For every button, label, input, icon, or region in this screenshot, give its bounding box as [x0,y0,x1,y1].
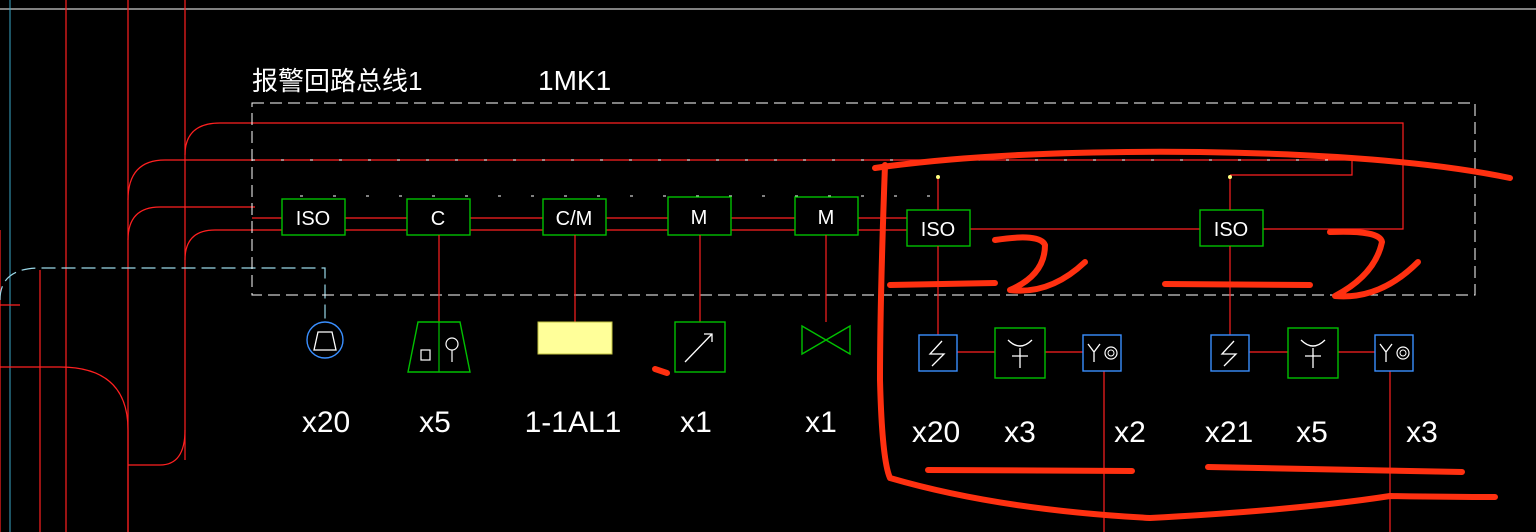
loop-title: 报警回路总线1 [252,66,422,96]
hydrant-button-icon[interactable] [1287,327,1339,379]
count-call-point: x5 [419,406,451,439]
left-bus-lines [0,0,1404,532]
smoke-detector-icon[interactable] [1210,334,1250,372]
device-drops [438,175,1391,532]
annotation-marks [652,148,1513,521]
manual-call-point-icon[interactable] [407,321,471,373]
count-sounder: x20 [302,406,350,439]
sounder-icon[interactable] [306,321,344,359]
heat-smoke-detector-icon[interactable] [1374,334,1414,372]
module-label-c: C [431,208,445,230]
module-iso-1[interactable] [281,198,346,236]
group2-count-smoke: x21 [1205,416,1253,449]
signal-valve-icon[interactable] [801,324,851,356]
group1-count-hydrant: x3 [1004,416,1036,449]
module-label-m-2: M [818,207,835,229]
module-label-cm: C/M [556,208,593,230]
heat-smoke-detector-icon[interactable] [1082,334,1122,372]
count-flow-switch: x1 [680,406,712,439]
group2-count-hydrant: x5 [1296,416,1328,449]
junction-dot [936,175,940,179]
module-label-iso-3: ISO [1214,219,1248,241]
module-boxes [281,196,1264,247]
device-counts: x20 x5 1-1AL1 x1 x1 x20 x3 x2 x21 x5 x3 [302,406,1438,449]
module-frame [251,102,1476,296]
hydrant-button-icon[interactable] [994,327,1046,379]
module-label-iso-1: ISO [296,208,330,230]
cyan-wire [0,267,326,322]
smoke-detector-icon[interactable] [918,334,958,372]
group1-count-heat: x2 [1114,416,1146,449]
module-m-1[interactable] [667,196,732,236]
flow-switch-icon[interactable] [674,321,726,373]
group1-count-smoke: x20 [912,416,960,449]
module-m-2[interactable] [794,196,859,236]
group2-count-heat: x3 [1406,416,1438,449]
module-label-m-1: M [691,207,708,229]
module-label-iso-2: ISO [921,219,955,241]
alarm-panel-icon[interactable] [537,321,613,355]
module-c[interactable] [406,198,471,236]
junction-dot [1228,175,1232,179]
module-cm[interactable] [542,198,607,236]
module-iso-3[interactable] [1199,209,1264,247]
module-id: 1MK1 [538,65,611,96]
label-alarm-panel: 1-1AL1 [525,406,622,439]
count-signal-valve: x1 [805,406,837,439]
